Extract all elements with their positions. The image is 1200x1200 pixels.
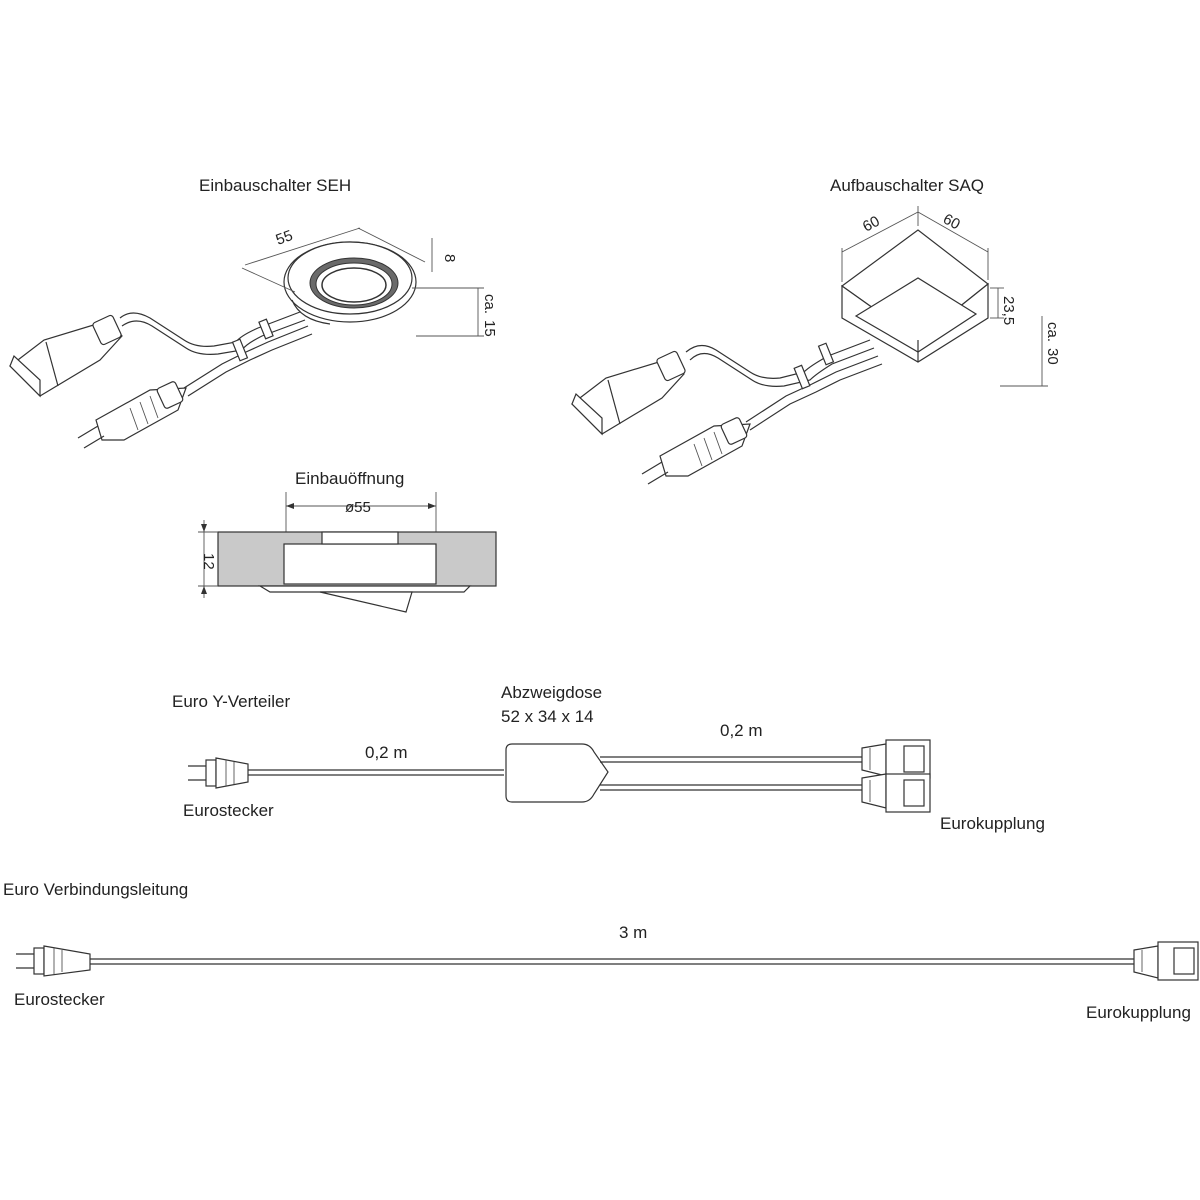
cutout-drawing: Einbauöffnung ø55 12 bbox=[198, 469, 497, 613]
euro-coupling-icon bbox=[861, 773, 931, 813]
seh-dim-depth-ca: ca. bbox=[481, 294, 498, 314]
euro-coupling-icon bbox=[9, 314, 123, 398]
saq-dim-width: 60 bbox=[860, 213, 883, 236]
seh-drawing: Einbauschalter SEH 55 8 ca. 15 bbox=[9, 176, 498, 449]
surface-switch-icon bbox=[840, 229, 989, 363]
euro-coupling-icon bbox=[861, 739, 931, 779]
saq-cables bbox=[685, 339, 883, 431]
cutout-diameter: ø55 bbox=[345, 499, 371, 516]
saq-dim-height: 23,5 bbox=[1000, 296, 1017, 325]
euro-coupling-icon bbox=[1133, 941, 1199, 981]
saq-dim-depth: 60 bbox=[940, 211, 963, 234]
seh-cables bbox=[119, 311, 313, 397]
saq-dim-total-ca: ca. bbox=[1044, 322, 1061, 342]
extension-length: 3 m bbox=[619, 923, 647, 942]
cutout-title: Einbauöffnung bbox=[295, 469, 404, 488]
y-splitter-length-in: 0,2 m bbox=[365, 743, 408, 762]
saq-title: Aufbauschalter SAQ bbox=[830, 176, 984, 195]
y-splitter-plug-label: Eurostecker bbox=[183, 801, 274, 820]
junction-box-icon bbox=[505, 743, 609, 803]
y-splitter-coupling-label: Eurokupplung bbox=[940, 814, 1045, 833]
y-splitter-length-out: 0,2 m bbox=[720, 721, 763, 740]
extension-coupling-label: Eurokupplung bbox=[1086, 1003, 1191, 1022]
saq-dim-total-value: 30 bbox=[1044, 348, 1061, 365]
extension-title: Euro Verbindungsleitung bbox=[3, 880, 188, 899]
extension-plug-label: Eurostecker bbox=[14, 990, 105, 1009]
euro-plug-icon bbox=[77, 381, 187, 449]
recessed-switch-icon bbox=[283, 241, 417, 325]
euro-plug-icon bbox=[16, 945, 91, 977]
euro-coupling-icon bbox=[571, 350, 686, 436]
euro-plug-icon bbox=[188, 757, 249, 789]
junction-box-size: 52 x 34 x 14 bbox=[501, 707, 594, 726]
seh-dim-diameter: 55 bbox=[274, 227, 295, 249]
seh-title: Einbauschalter SEH bbox=[199, 176, 351, 195]
seh-dimensions: 55 8 ca. 15 bbox=[241, 227, 498, 337]
seh-dim-height: 8 bbox=[441, 254, 458, 262]
y-splitter-drawing: Euro Y-Verteiler Abzweigdose 52 x 34 x 1… bbox=[172, 683, 1045, 833]
junction-box-title: Abzweigdose bbox=[501, 683, 602, 702]
extension-drawing: Euro Verbindungsleitung 3 m Eurostecker … bbox=[3, 880, 1199, 1022]
y-splitter-title: Euro Y-Verteiler bbox=[172, 692, 290, 711]
cutout-thickness: 12 bbox=[200, 553, 217, 570]
euro-plug-icon bbox=[641, 417, 751, 485]
saq-dimensions: 60 60 23,5 ca. 30 bbox=[841, 206, 1061, 387]
saq-drawing: Aufbauschalter SAQ 60 60 23,5 ca. 30 bbox=[571, 176, 1061, 485]
seh-dim-depth-value: 15 bbox=[481, 320, 498, 337]
